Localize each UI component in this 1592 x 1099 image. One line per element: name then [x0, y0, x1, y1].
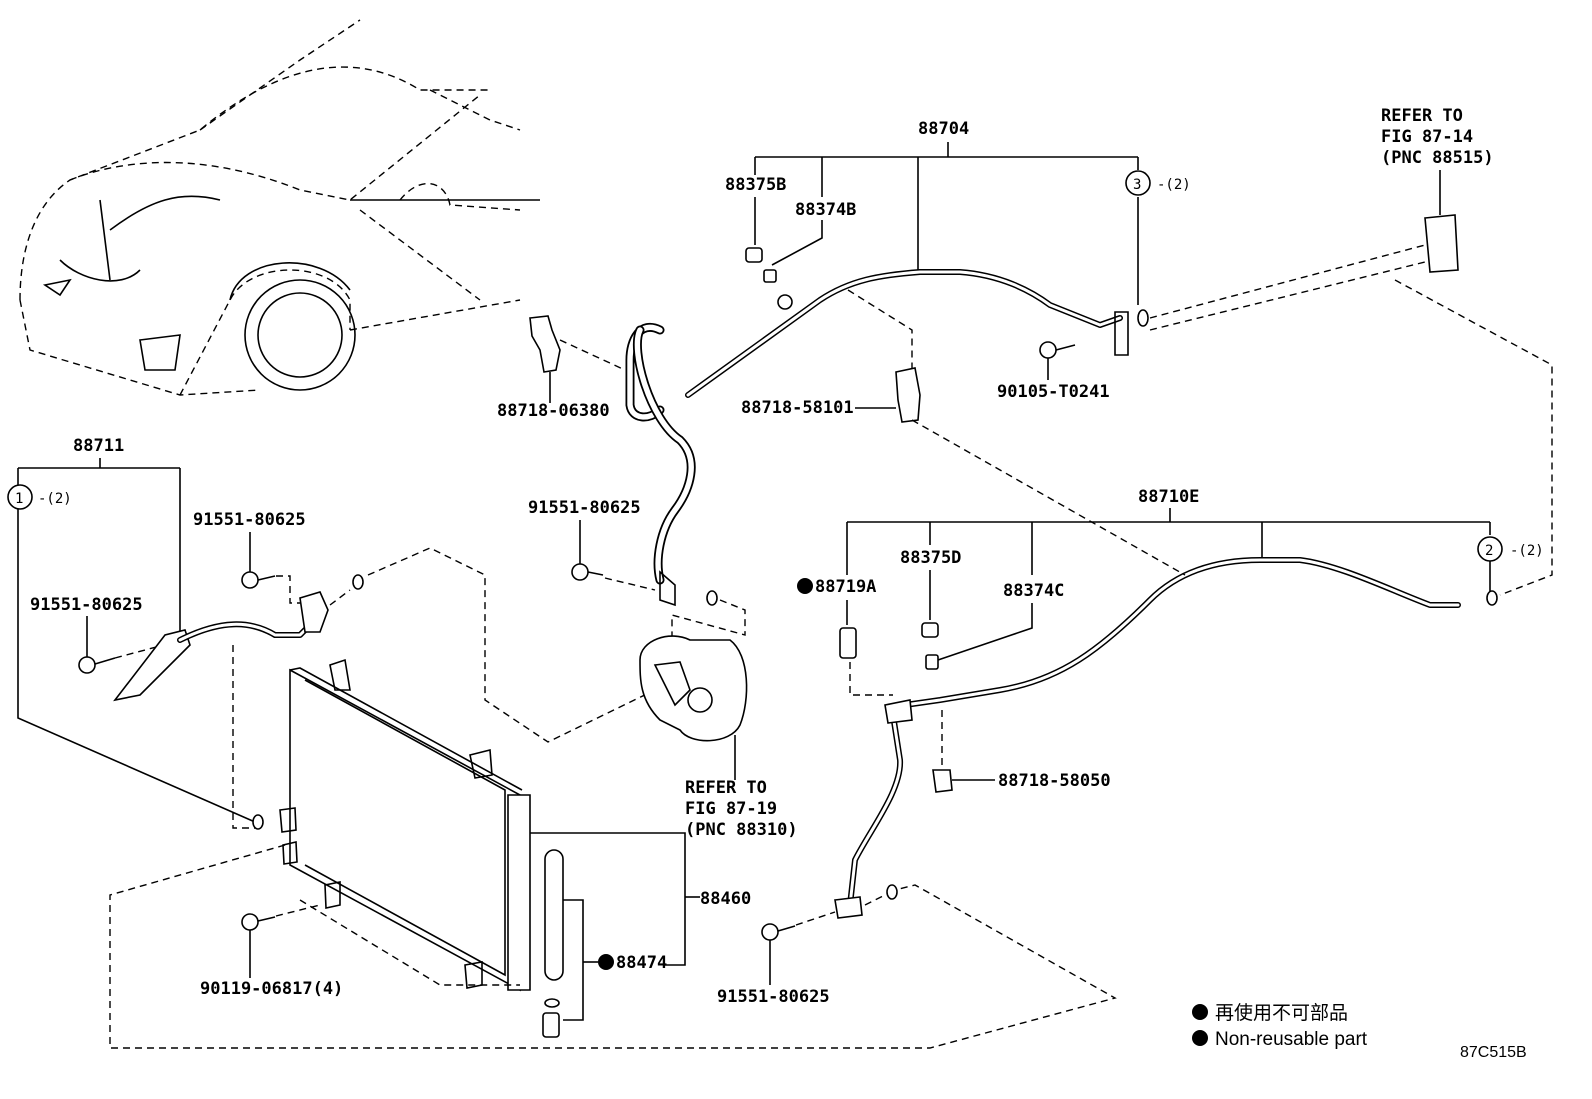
legend-text-jp: 再使用不可部品: [1215, 1002, 1348, 1024]
circle-2-qty: -(2): [1510, 543, 1544, 559]
compressor-ref-87-19: REFER TO FIG 87-19 (PNC 88310): [639, 599, 798, 840]
o-ring-88711: [352, 574, 364, 590]
part-88711-group: 88711 1 -(2) 91551-80625 91551-80625: [7, 436, 656, 830]
label-88460: 88460: [700, 889, 751, 909]
circle-3-marker: [1125, 170, 1151, 196]
bolt-91551-80625-center: [571, 563, 589, 581]
label-90119-06817: 90119-06817(4): [200, 979, 343, 999]
refer-fig-87-14: REFER TO FIG 87-14 (PNC 88515): [1149, 106, 1553, 596]
part-88710e-group: 88710E 2 -(2) 88719A 88375D 88374C: [717, 419, 1544, 1007]
bolt-90105-t0241: [1039, 341, 1057, 359]
label-88704: 88704: [918, 119, 969, 139]
non-reusable-dot-88474: [598, 954, 614, 970]
plug-88474: [542, 1012, 560, 1038]
figure-code: 87C515B: [1460, 1044, 1527, 1061]
bolt-91551-80625-lower: [761, 923, 779, 941]
label-88719a: 88719A: [815, 577, 876, 597]
part-88704-group: 88704 88375B 88374B 3 -(2) 88718: [497, 119, 1191, 607]
label-88474: 88474: [616, 953, 667, 973]
label-88718-06380: 88718-06380: [497, 401, 610, 421]
refer-87-19-line3: (PNC 88310): [685, 820, 798, 840]
bolt-90119-06817: [241, 913, 259, 931]
o-ring-lower: [886, 884, 898, 900]
label-91551-80625-lower: 91551-80625: [717, 987, 830, 1007]
label-88718-58101: 88718-58101: [741, 398, 854, 418]
label-88711: 88711: [73, 436, 124, 456]
label-91551-80625-upper: 91551-80625: [193, 510, 306, 530]
circle-3-qty: -(2): [1157, 177, 1191, 193]
switch-88719a: [839, 627, 857, 659]
desiccant-88474: [544, 849, 564, 981]
clamp-88718-58050: [932, 769, 953, 793]
label-88710e: 88710E: [1138, 487, 1199, 507]
legend-dot-en: [1192, 1030, 1208, 1046]
valve-core-88374c: [925, 654, 939, 670]
compressor-icon: [639, 635, 748, 742]
legend: 再使用不可部品 Non-reusable part 87C515B: [1192, 1002, 1527, 1061]
circle-1-qty: -(2): [38, 491, 72, 507]
label-88718-58050: 88718-58050: [998, 771, 1111, 791]
valve-core-88374b: [763, 269, 777, 283]
refer-87-14-line3: (PNC 88515): [1381, 148, 1494, 168]
o-ring-2: [1486, 590, 1498, 606]
o-ring-compressor: [706, 590, 718, 606]
refer-87-14-line2: FIG 87-14: [1381, 127, 1473, 147]
label-88375d: 88375D: [900, 548, 961, 568]
o-ring-1: [252, 814, 264, 830]
expansion-valve-icon: [1424, 214, 1459, 273]
circle-1-number: 1: [15, 491, 23, 507]
circle-3-number: 3: [1133, 177, 1141, 193]
refer-87-14-line1: REFER TO: [1381, 106, 1463, 126]
refer-87-19-line1: REFER TO: [685, 778, 767, 798]
clamp-88718-58101: [895, 367, 921, 423]
o-ring-3: [1137, 309, 1149, 327]
bolt-91551-80625-upper: [241, 571, 259, 589]
circle-1-marker: [7, 484, 33, 510]
legend-text-en: Non-reusable part: [1215, 1029, 1368, 1050]
non-reusable-dot-88719a: [797, 578, 813, 594]
bolt-91551-80625-left: [78, 656, 96, 674]
label-91551-80625-left: 91551-80625: [30, 595, 143, 615]
valve-cap-88375b: [745, 247, 763, 263]
valve-cap-88375d: [921, 622, 939, 638]
refer-87-19-line2: FIG 87-19: [685, 799, 777, 819]
label-90105-t0241: 90105-T0241: [997, 382, 1110, 402]
circle-2-number: 2: [1485, 543, 1493, 559]
condenser-88460: 88460 88474 90119-06817(4): [109, 658, 1117, 1049]
condenser-core: [289, 668, 521, 992]
label-88374b: 88374B: [795, 200, 856, 220]
label-91551-80625-center: 91551-80625: [528, 498, 641, 518]
vehicle-sketch: [19, 19, 540, 396]
legend-dot-jp: [1192, 1004, 1208, 1020]
receiver-tank: [507, 794, 531, 991]
label-88375b: 88375B: [725, 175, 786, 195]
clamp-88718-06380: [529, 315, 561, 373]
label-88374c: 88374C: [1003, 581, 1064, 601]
